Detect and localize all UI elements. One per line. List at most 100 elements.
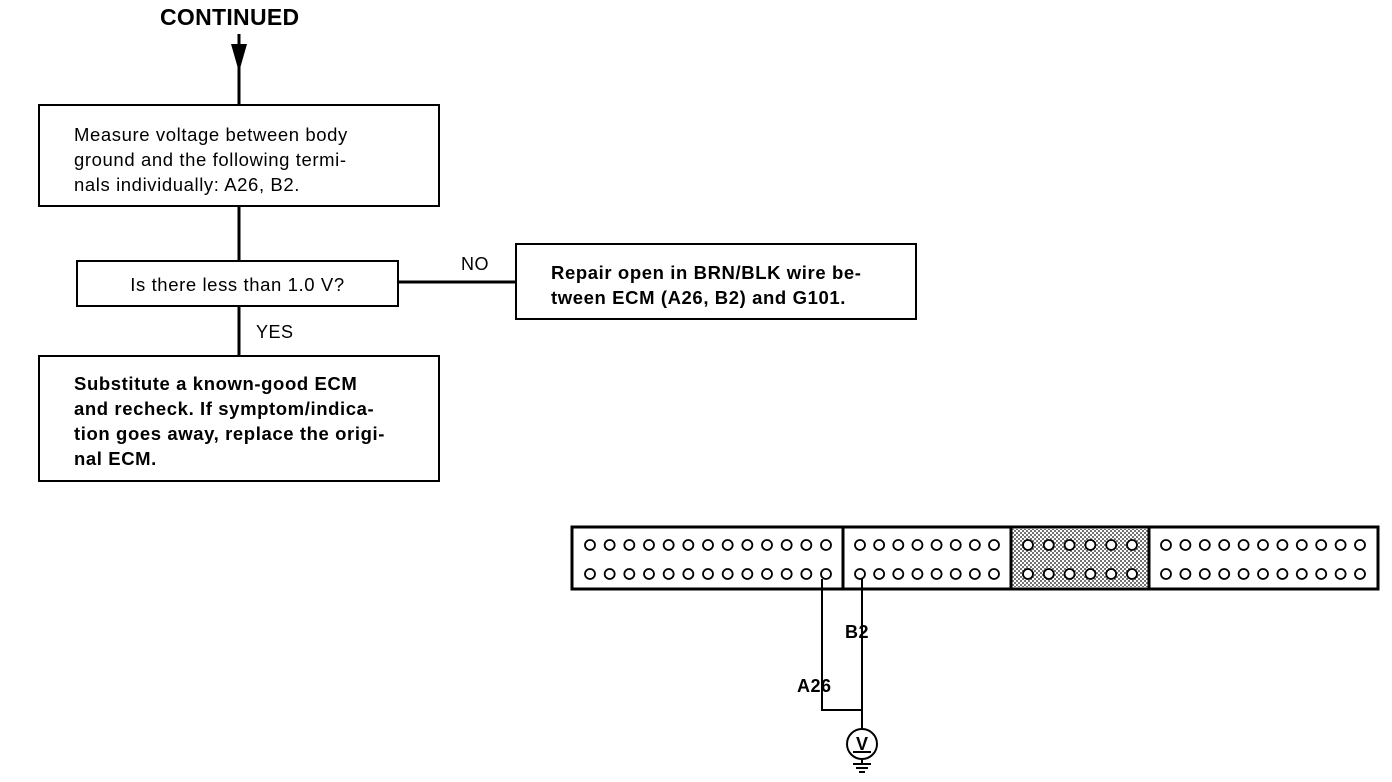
- arrow-down-icon: [231, 44, 247, 72]
- substitute-line-1: Substitute a known-good ECM: [74, 373, 358, 394]
- connector-pin-D: [1257, 539, 1269, 551]
- connector-pin-D: [1354, 568, 1366, 580]
- connector-pin-C: [1126, 568, 1138, 580]
- connector-pin-A: [643, 568, 655, 580]
- connector-pin-A: [741, 568, 754, 580]
- connector-pin-A: [682, 539, 695, 551]
- connector-pin-D: [1276, 539, 1289, 551]
- connector-pin-C: [1084, 539, 1097, 551]
- connector-pin-D: [1237, 568, 1250, 580]
- connector-pin-C: [1084, 568, 1097, 580]
- connector-pin-A: [800, 539, 813, 551]
- connector-pin-D: [1179, 568, 1192, 580]
- connector-pin-C: [1063, 568, 1076, 580]
- connector-pin-D: [1315, 568, 1328, 580]
- no-branch-label: NO: [461, 254, 489, 274]
- connector-pin-B: [911, 539, 924, 551]
- connector-pin-D: [1198, 539, 1211, 551]
- connector-pin-D: [1334, 568, 1347, 580]
- connector-pin-B: [911, 568, 924, 580]
- connector-pin-A: [682, 568, 695, 580]
- connector-pin-B: [988, 539, 1000, 551]
- ecm-connector: [570, 525, 1380, 591]
- connector-pin-A: [603, 539, 616, 551]
- connector-pin-D: [1160, 539, 1172, 551]
- connector-pin-D: [1334, 539, 1347, 551]
- continued-title: CONTINUED: [160, 4, 300, 30]
- connector-pin-A: [820, 539, 832, 551]
- connector-pin-A: [643, 539, 655, 551]
- connector-pin-C: [1042, 539, 1055, 551]
- connector-pin-A: [741, 539, 754, 551]
- connector-pin-A: [761, 568, 773, 580]
- connector-pin-D: [1218, 539, 1231, 551]
- connector-pin-C: [1105, 568, 1118, 580]
- decision-question: Is there less than 1.0 V?: [130, 274, 345, 295]
- connector-pin-C: [1126, 539, 1138, 551]
- measure-voltage-step: Measure voltage between body ground and …: [38, 104, 440, 207]
- connector-pin-D: [1257, 568, 1269, 580]
- decision-box: Is there less than 1.0 V?: [76, 260, 399, 307]
- connector-pin-D: [1179, 539, 1192, 551]
- connector-section-shaded: [1012, 529, 1148, 587]
- connector-pin-B: [930, 539, 943, 551]
- connector-pin-B: [968, 568, 981, 580]
- connector-pin-D: [1295, 568, 1308, 580]
- connector-pin-D: [1160, 568, 1172, 580]
- connector-pin-A: [623, 539, 636, 551]
- measure-line-2: ground and the following termi-: [74, 149, 347, 170]
- connector-pin-A: [623, 568, 636, 580]
- connector-pin-C: [1022, 568, 1034, 580]
- connector-pin-D: [1218, 568, 1231, 580]
- connector-pin-B: [854, 539, 866, 551]
- connector-pin-B: [892, 568, 905, 580]
- connector-pin-C: [1105, 539, 1118, 551]
- connector-pin-B: [949, 539, 962, 551]
- connector-pin-A: [780, 568, 793, 580]
- terminal-label-a26: A26: [797, 676, 832, 696]
- connector-pin-D: [1295, 539, 1308, 551]
- connector-pin-A: [721, 568, 734, 580]
- connector-pin-A: [584, 539, 596, 551]
- connector-pin-A: [603, 568, 616, 580]
- voltmeter-symbol: V: [856, 734, 868, 754]
- connector-pin-A: [702, 539, 714, 551]
- connector-pin-D: [1315, 539, 1328, 551]
- connector-pin-C: [1022, 539, 1034, 551]
- substitute-line-3: tion goes away, replace the origi-: [74, 423, 385, 444]
- wire-a26: [821, 579, 862, 711]
- connector-pin-A: [584, 568, 596, 580]
- connector-pin-B: [873, 568, 886, 580]
- connector-pin-B: [968, 539, 981, 551]
- connector-pin-D: [1198, 568, 1211, 580]
- connector-pin-A: [662, 568, 675, 580]
- yes-branch-label: YES: [256, 322, 294, 342]
- connector-pin-A: [800, 568, 813, 580]
- connector-pin-D: [1276, 568, 1289, 580]
- connector-pin-A: [761, 539, 773, 551]
- connector-pin-D: [1354, 539, 1366, 551]
- measure-line-3: nals individually: A26, B2.: [74, 174, 300, 195]
- substitute-line-4: nal ECM.: [74, 448, 157, 469]
- repair-line-1: Repair open in BRN/BLK wire be-: [551, 262, 862, 283]
- repair-line-2: tween ECM (A26, B2) and G101.: [551, 287, 846, 308]
- connector-pin-A: [702, 568, 714, 580]
- substitute-line-2: and recheck. If symptom/indica-: [74, 398, 375, 419]
- connector-pin-A: [662, 539, 675, 551]
- connector-pin-C: [1042, 568, 1055, 580]
- connector-pin-B: [873, 539, 886, 551]
- connector-pin-A: [820, 568, 832, 580]
- terminal-label-b2: B2: [845, 622, 870, 642]
- connector-pin-A: [721, 539, 734, 551]
- connector-pin-D: [1237, 539, 1250, 551]
- measure-line-1: Measure voltage between body: [74, 124, 348, 145]
- connector-pin-C: [1063, 539, 1076, 551]
- substitute-ecm-result: Substitute a known-good ECM and recheck.…: [38, 355, 440, 482]
- connector-pin-A: [780, 539, 793, 551]
- connector-pin-B: [892, 539, 905, 551]
- connector-pin-B: [854, 568, 866, 580]
- repair-open-wire-result: Repair open in BRN/BLK wire be- tween EC…: [515, 243, 917, 320]
- connector-pin-B: [949, 568, 962, 580]
- connector-pin-B: [988, 568, 1000, 580]
